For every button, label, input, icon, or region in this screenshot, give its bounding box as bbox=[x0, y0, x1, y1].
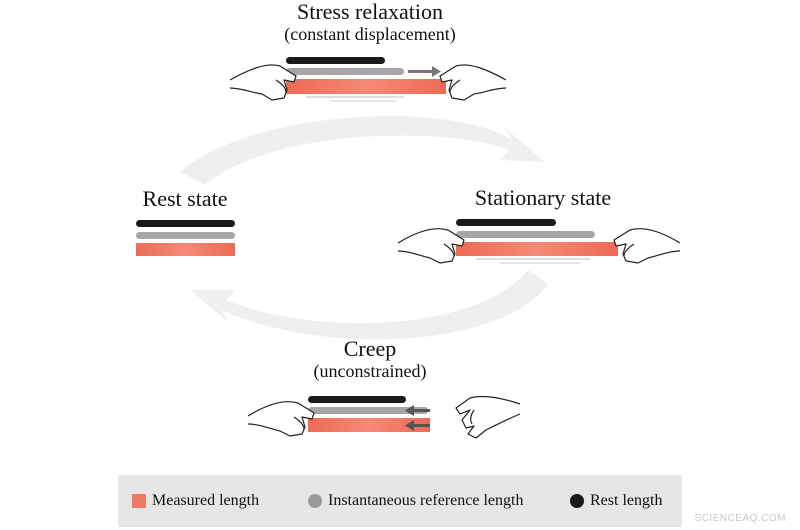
reference-swatch-icon bbox=[308, 494, 322, 508]
arrow-left-icon bbox=[405, 420, 430, 431]
measured-length-bar bbox=[136, 243, 235, 256]
measured-length-bar bbox=[456, 242, 618, 256]
open-hand-icon bbox=[455, 395, 521, 439]
right-hand-icon bbox=[439, 64, 507, 101]
stress-relaxation-bars bbox=[286, 57, 446, 102]
left-hand-icon bbox=[397, 228, 465, 264]
rest-length-bar bbox=[136, 220, 235, 227]
stress-relaxation-title: Stress relaxation bbox=[296, 0, 444, 24]
measured-length-bar bbox=[286, 79, 446, 94]
legend-item-rest: Rest length bbox=[570, 475, 662, 527]
legend-label-measured: Measured length bbox=[152, 492, 260, 509]
reference-length-bar bbox=[308, 407, 428, 414]
reference-length-bar bbox=[136, 232, 235, 239]
reference-length-bar bbox=[286, 68, 404, 75]
creep-subtitle: (unconstrained) bbox=[313, 361, 427, 381]
measured-length-bar bbox=[308, 418, 430, 432]
rest-length-bar bbox=[456, 219, 556, 226]
reference-length-bar bbox=[456, 231, 595, 238]
stationary-state-bars bbox=[456, 219, 618, 264]
rest-state-bars bbox=[136, 220, 235, 256]
stress-relaxation-subtitle: (constant displacement) bbox=[284, 24, 456, 44]
rest-swatch-icon bbox=[570, 494, 584, 508]
lower-cycle-arrow bbox=[190, 270, 548, 340]
watermark: SCIENCEAQ.COM bbox=[694, 513, 786, 524]
legend: Measured length Instantaneous reference … bbox=[118, 475, 682, 527]
creep-title: Creep bbox=[343, 336, 397, 361]
left-hand-icon bbox=[229, 64, 297, 101]
arrow-left-icon bbox=[405, 405, 430, 416]
rest-length-bar bbox=[308, 396, 406, 403]
legend-label-reference: Instantaneous reference length bbox=[328, 492, 524, 509]
stationary-state-title: Stationary state bbox=[474, 185, 612, 210]
upper-cycle-arrow bbox=[180, 116, 545, 185]
legend-item-reference: Instantaneous reference length bbox=[308, 475, 523, 527]
arrow-right-icon bbox=[408, 66, 441, 77]
measured-swatch-icon bbox=[132, 494, 146, 508]
legend-label-rest: Rest length bbox=[590, 492, 663, 509]
creep-bars bbox=[308, 396, 430, 432]
rest-length-bar bbox=[286, 57, 385, 64]
rest-state-title: Rest state bbox=[142, 186, 228, 211]
left-hand-icon bbox=[247, 401, 315, 437]
right-hand-icon bbox=[613, 228, 681, 264]
legend-item-measured: Measured length bbox=[132, 475, 259, 527]
